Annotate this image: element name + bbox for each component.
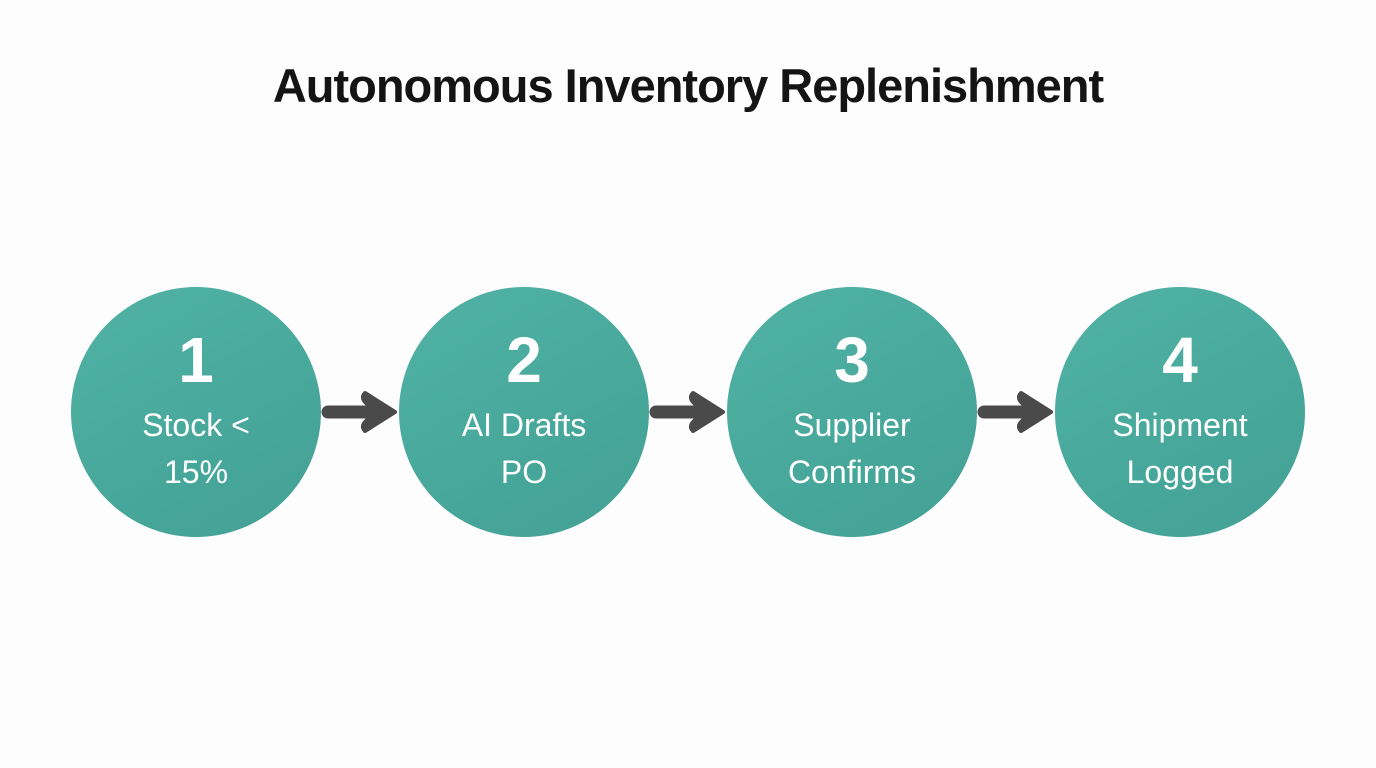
- step-number: 2: [506, 323, 542, 396]
- step-label: Shipment Logged: [1112, 406, 1248, 490]
- page-title: Autonomous Inventory Replenishment: [272, 59, 1104, 112]
- arrow-right-icon: [649, 389, 727, 435]
- step-number: 3: [834, 323, 870, 396]
- step-label: Stock < 15%: [142, 406, 250, 490]
- step-label: Supplier Confirms: [787, 406, 916, 490]
- step-number: 4: [1162, 323, 1198, 396]
- step-circle-4: 4 Shipment Logged: [1055, 287, 1305, 537]
- arrow-right-icon: [977, 389, 1055, 435]
- arrow-right-icon: [321, 389, 399, 435]
- step-circle-1: 1 Stock < 15%: [71, 287, 321, 537]
- process-flow: 1 Stock < 15% 2 AI Drafts PO 3 Supplier …: [0, 287, 1376, 537]
- step-label: AI Drafts PO: [461, 406, 587, 490]
- step-circle-2: 2 AI Drafts PO: [399, 287, 649, 537]
- step-circle-3: 3 Supplier Confirms: [727, 287, 977, 537]
- step-number: 1: [178, 323, 214, 396]
